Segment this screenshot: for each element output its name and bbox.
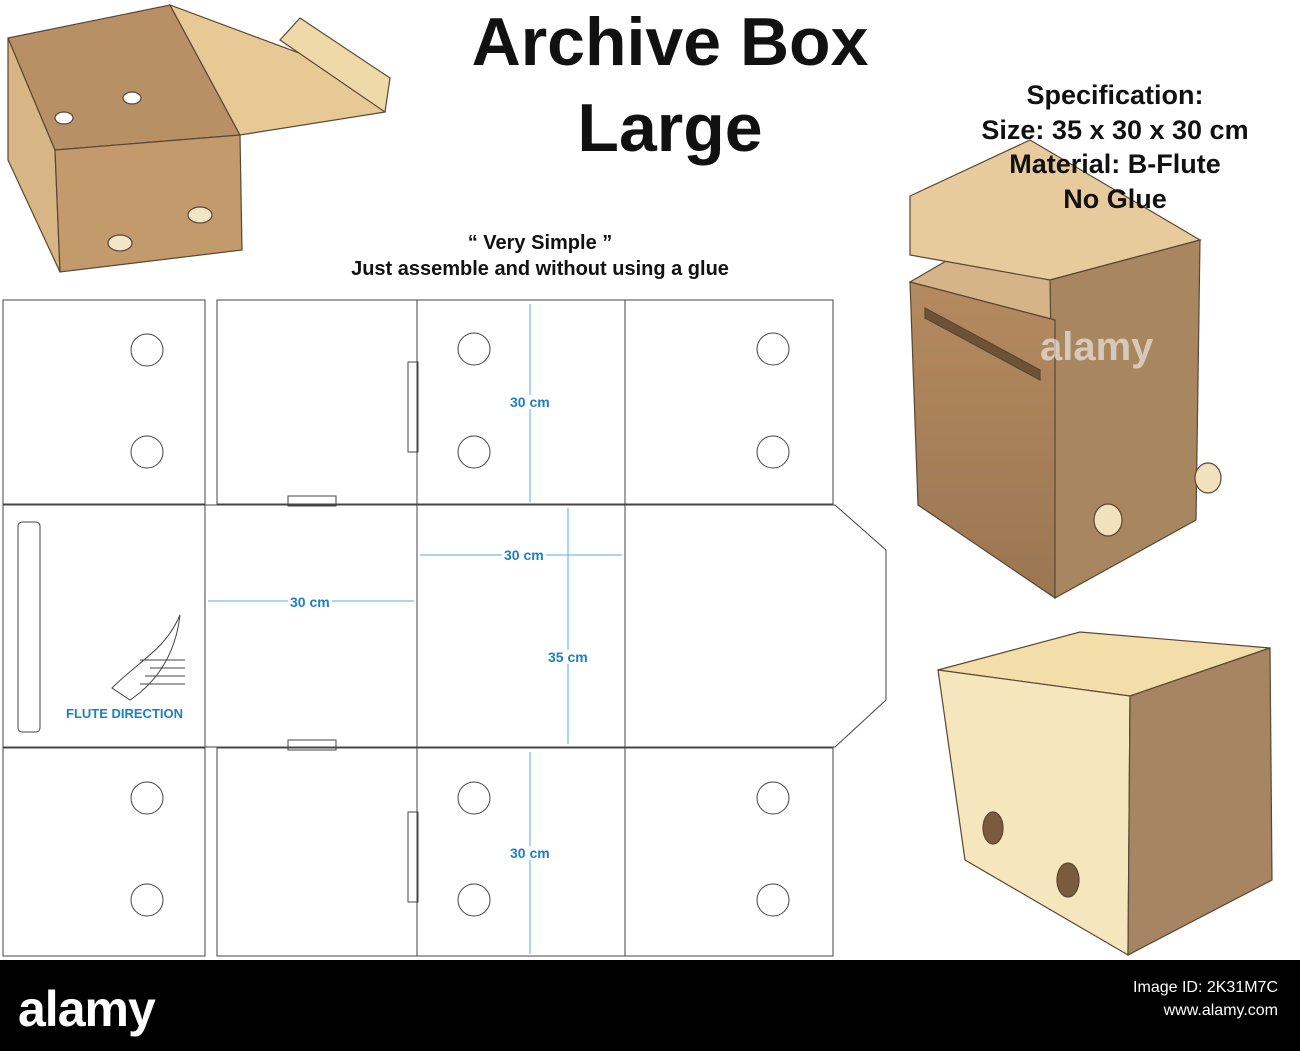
subtitle-line-1: “ Very Simple ” <box>467 232 613 254</box>
dimension-lines <box>208 304 622 954</box>
closed-box-3d-right <box>937 631 1273 957</box>
dim-length: 35 cm <box>546 649 590 665</box>
footer-brand-logo: alamy <box>18 981 156 1037</box>
dim-width-mid: 30 cm <box>502 547 546 563</box>
dieline-flat <box>2 299 887 957</box>
open-lid-box-3d-right <box>908 139 1222 600</box>
dim-width-left: 30 cm <box>288 594 332 610</box>
dieline-diagram <box>2 3 1273 957</box>
diagram-canvas: Archive Box Large Specification: Size: 3… <box>2 3 1273 957</box>
footer-bar: alamy Image ID: 2K31M7C www.alamy.com <box>0 960 1300 1051</box>
dim-top-height: 30 cm <box>508 394 552 410</box>
spec-heading: Specification: <box>1026 80 1204 110</box>
spec-material: Material: B-Flute <box>1009 149 1221 179</box>
flute-direction-label: FLUTE DIRECTION <box>66 706 183 721</box>
open-box-3d-top-left <box>7 3 391 273</box>
subtitle-line-2: Just assemble and without using a glue <box>351 258 729 280</box>
title-line-2: Large <box>577 90 763 166</box>
dim-bottom-height: 30 cm <box>508 845 552 861</box>
footer-image-info: Image ID: 2K31M7C www.alamy.com <box>1133 976 1278 1022</box>
spec-size: Size: 35 x 30 x 30 cm <box>981 115 1249 145</box>
watermark: alamy <box>1040 325 1154 369</box>
image-id: Image ID: 2K31M7C <box>1133 979 1278 996</box>
site-url: www.alamy.com <box>1163 1002 1278 1020</box>
spec-glue: No Glue <box>1063 184 1167 214</box>
title-line-1: Archive Box <box>471 4 869 80</box>
